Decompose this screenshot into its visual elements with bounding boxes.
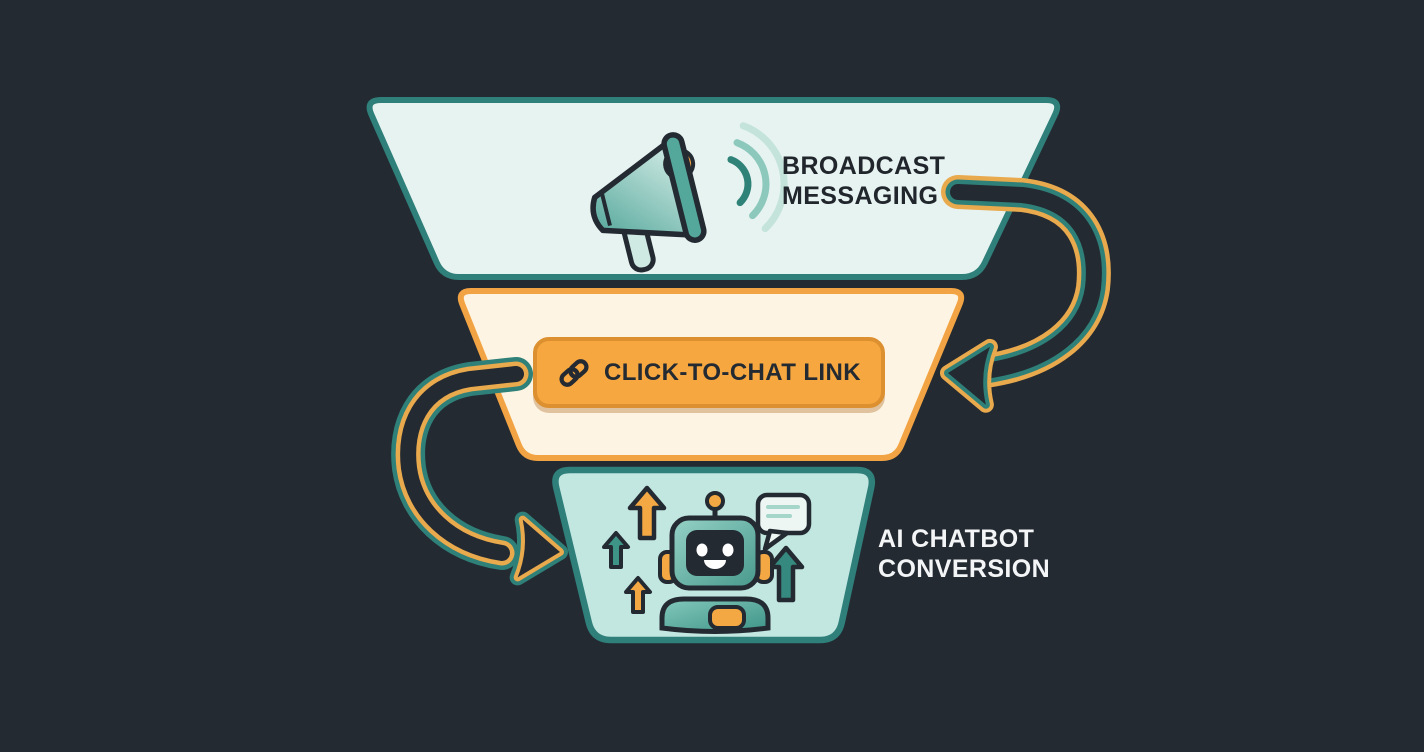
arrowhead-left-icon bbox=[940, 338, 998, 413]
tier-broadcast-label-line1: BROADCAST bbox=[782, 152, 946, 180]
tier-ai-chatbot-label: AI CHATBOT CONVERSION bbox=[878, 524, 1050, 584]
megaphone-icon bbox=[590, 122, 788, 273]
click-to-chat-button[interactable]: CLICK-TO-CHAT LINK bbox=[533, 337, 885, 408]
robot-icon bbox=[658, 491, 774, 634]
tier-broadcast-label-line2: MESSAGING bbox=[782, 182, 939, 210]
click-to-chat-button-label: CLICK-TO-CHAT LINK bbox=[604, 358, 861, 386]
speech-bubble-icon bbox=[755, 492, 812, 552]
up-arrow-orange-small-icon bbox=[624, 576, 652, 614]
link-icon bbox=[559, 358, 589, 387]
up-arrow-teal-small-icon bbox=[602, 531, 630, 569]
tier-ai-chatbot-label-line1: AI CHATBOT bbox=[878, 525, 1035, 553]
growth-arrows bbox=[602, 485, 805, 614]
tier-broadcast-shape bbox=[366, 97, 1061, 280]
tier-broadcast-label: BROADCAST MESSAGING bbox=[782, 151, 945, 211]
arrow-broadcast-to-chat bbox=[940, 175, 1111, 413]
arrowhead-right-icon bbox=[509, 511, 568, 586]
tier-ai-chatbot-label-line2: CONVERSION bbox=[878, 555, 1051, 583]
up-arrow-orange-large-icon bbox=[627, 485, 667, 541]
arrow-chat-to-chatbot bbox=[391, 357, 568, 586]
sound-waves-icon bbox=[727, 122, 788, 233]
